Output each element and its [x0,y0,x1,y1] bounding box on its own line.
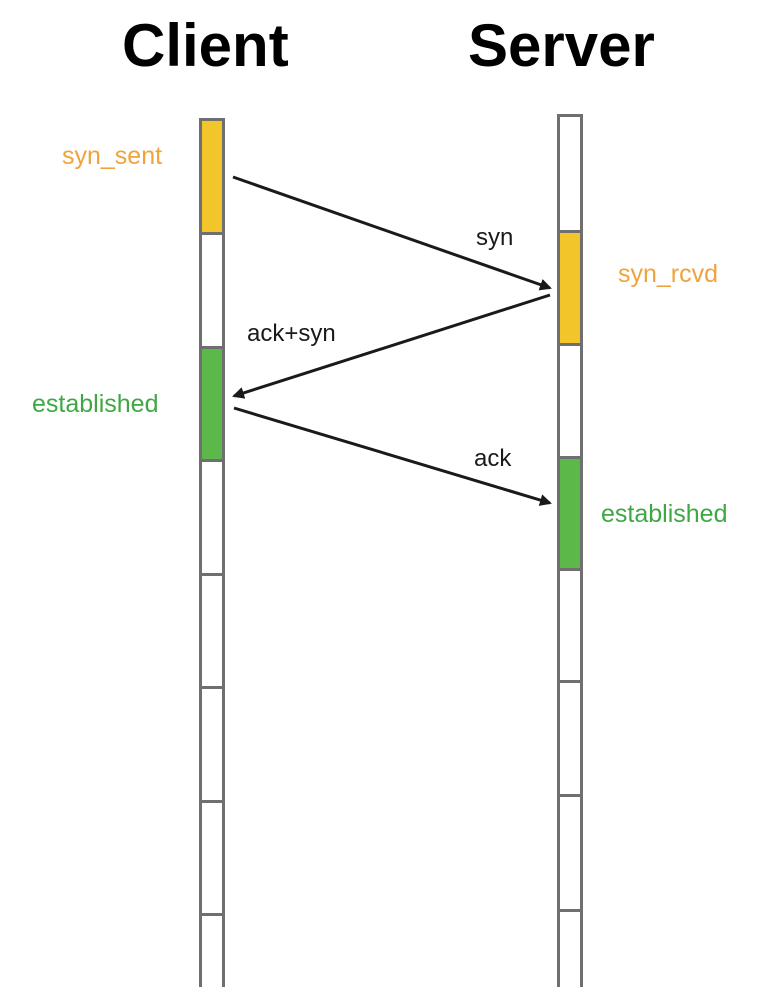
server-timeline [557,114,583,987]
server-heading: Server [468,12,655,79]
client-state-established: established [32,390,159,418]
client-heading: Client [122,12,289,79]
server-segment-established [560,456,580,568]
server-segment [560,794,580,909]
client-segment [202,913,222,987]
server-segment [560,680,580,794]
ack-arrow [233,406,552,506]
server-state-syn-rcvd: syn_rcvd [618,260,719,288]
client-segment [202,573,222,686]
server-segment [560,343,580,456]
server-segment [560,568,580,680]
server-segment [560,114,580,230]
client-timeline [199,118,225,987]
message-ack-syn-label: ack+syn [247,320,336,347]
client-segment [202,232,222,346]
client-segment-syn-sent [202,118,222,232]
syn-arrow [232,175,552,291]
client-segment [202,459,222,573]
server-segment [560,909,580,987]
server-state-established: established [601,500,728,528]
ack-syn-arrow [232,293,551,399]
message-syn-label: syn [476,224,514,251]
client-segment [202,800,222,913]
client-segment [202,686,222,800]
message-ack-label: ack [474,445,512,472]
client-state-syn-sent: syn_sent [62,142,163,170]
server-segment-syn-rcvd [560,230,580,343]
client-segment-established [202,346,222,459]
